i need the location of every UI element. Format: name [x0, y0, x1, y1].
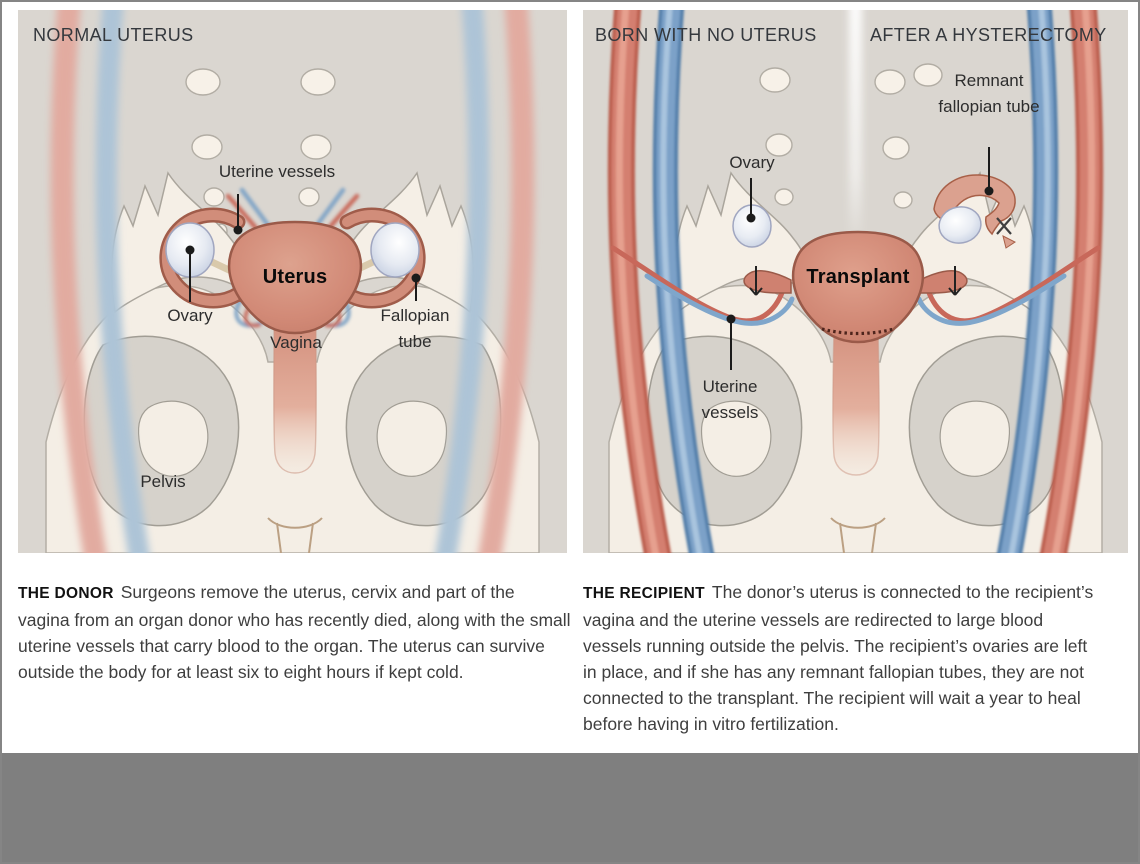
- iliac-vessels: [50, 10, 535, 553]
- iliac-vessels: [607, 10, 1104, 553]
- recipient-illustration: [583, 10, 1128, 553]
- transplant-uterus-shape: [791, 230, 925, 344]
- leader-dots: [726, 186, 994, 324]
- sacral-foramina: [759, 63, 943, 209]
- label-fallopian-tube: Fallopian tube: [380, 306, 450, 351]
- sub-panel-divider: [849, 10, 862, 248]
- recipient-panel-header-right: AFTER A HYSTERECTOMY: [870, 25, 1107, 45]
- bottom-gray-bar: [2, 753, 1138, 862]
- donor-panel: NORMAL UTERUS Uterine vessels Uterus Ova…: [18, 10, 567, 553]
- redirected-uterine-vessels: [610, 245, 1101, 326]
- recipient-panel-header-left: BORN WITH NO UTERUS: [595, 25, 817, 45]
- label-uterine-vessels: Uterine vessels: [218, 162, 336, 181]
- label-uterine-vessels: Uterine vessels: [701, 377, 759, 422]
- label-ovary: Ovary: [729, 153, 775, 172]
- suture-x-mark: [996, 217, 1012, 235]
- donor-panel-header: NORMAL UTERUS: [33, 25, 194, 45]
- recipient-caption-body: The donor’s uterus is connected to the r…: [583, 581, 1094, 734]
- pubic-arch: [267, 517, 323, 529]
- ovaries-shapes: [732, 204, 982, 248]
- donor-illustration: [18, 10, 567, 553]
- label-remnant-fallopian-tube: Remnant fallopian tube: [938, 71, 1040, 116]
- label-pelvis: Pelvis: [140, 472, 186, 491]
- suture-stitch-left: [749, 266, 763, 296]
- label-ovary: Ovary: [167, 306, 213, 325]
- donor-caption-body: Surgeons remove the uterus, cervix and p…: [18, 581, 571, 682]
- sacral-foramina: [185, 68, 336, 239]
- label-vagina: Vagina: [270, 333, 322, 352]
- label-transplant: Transplant: [806, 266, 910, 288]
- recipient-panel: BORN WITH NO UTERUS AFTER A HYSTERECTOMY…: [583, 10, 1128, 553]
- recipient-caption-lead: THE RECIPIENT: [583, 584, 705, 602]
- transplant-stubs: [743, 266, 968, 296]
- label-uterus: Uterus: [262, 266, 328, 288]
- donor-caption-lead: THE DONOR: [18, 584, 114, 602]
- vagina-shape: [273, 325, 317, 474]
- suture-stitch-right: [948, 266, 962, 296]
- leader-lines: [730, 147, 990, 370]
- leader-dots: [185, 225, 421, 283]
- suture-line: [821, 327, 895, 336]
- vagina-shape: [832, 327, 880, 476]
- uterus-shape: [227, 220, 363, 335]
